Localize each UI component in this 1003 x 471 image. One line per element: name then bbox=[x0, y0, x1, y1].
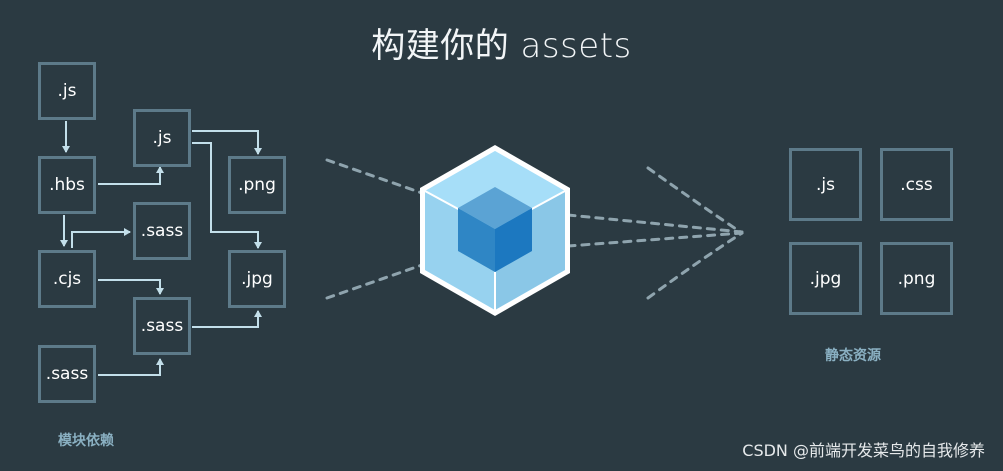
arrow-sass-to-sass bbox=[98, 358, 164, 376]
modules-caption: 模块依赖 bbox=[58, 433, 114, 449]
module-node-sass-top: .sass bbox=[133, 202, 191, 260]
arrow-cjs-to-sass bbox=[71, 228, 131, 248]
module-node-hbs: .hbs bbox=[38, 156, 96, 214]
output-node-js: .js bbox=[789, 148, 862, 221]
output-dotted-lines bbox=[566, 166, 744, 300]
input-dotted-lines bbox=[325, 158, 424, 300]
module-node-jpg: .jpg bbox=[228, 250, 286, 308]
module-node-js-mid: .js bbox=[133, 109, 191, 167]
module-node-sass: .sass bbox=[38, 345, 96, 403]
dependency-arrows bbox=[60, 121, 262, 376]
watermark-text: CSDN @前端开发菜鸟的自我修养 bbox=[742, 441, 985, 460]
arrow-hbs-to-js bbox=[98, 166, 164, 185]
module-node-sass-mid: .sass bbox=[133, 297, 191, 355]
arrow-js-to-png bbox=[192, 130, 262, 155]
output-node-jpg: .jpg bbox=[789, 242, 862, 315]
module-node-js: .js bbox=[38, 62, 96, 120]
arrow-sass-to-jpg bbox=[192, 310, 262, 328]
output-caption: 静态资源 bbox=[825, 348, 881, 364]
module-node-png: .png bbox=[228, 156, 286, 214]
webpack-cube-icon bbox=[420, 145, 570, 316]
arrow-js-to-jpg bbox=[192, 142, 262, 249]
output-node-png: .png bbox=[880, 242, 953, 315]
page-title: 构建你的 assets bbox=[371, 26, 632, 66]
output-node-css: .css bbox=[880, 148, 953, 221]
arrow-cjs-to-sass-mid bbox=[98, 279, 164, 295]
module-node-cjs: .cjs bbox=[38, 250, 96, 308]
